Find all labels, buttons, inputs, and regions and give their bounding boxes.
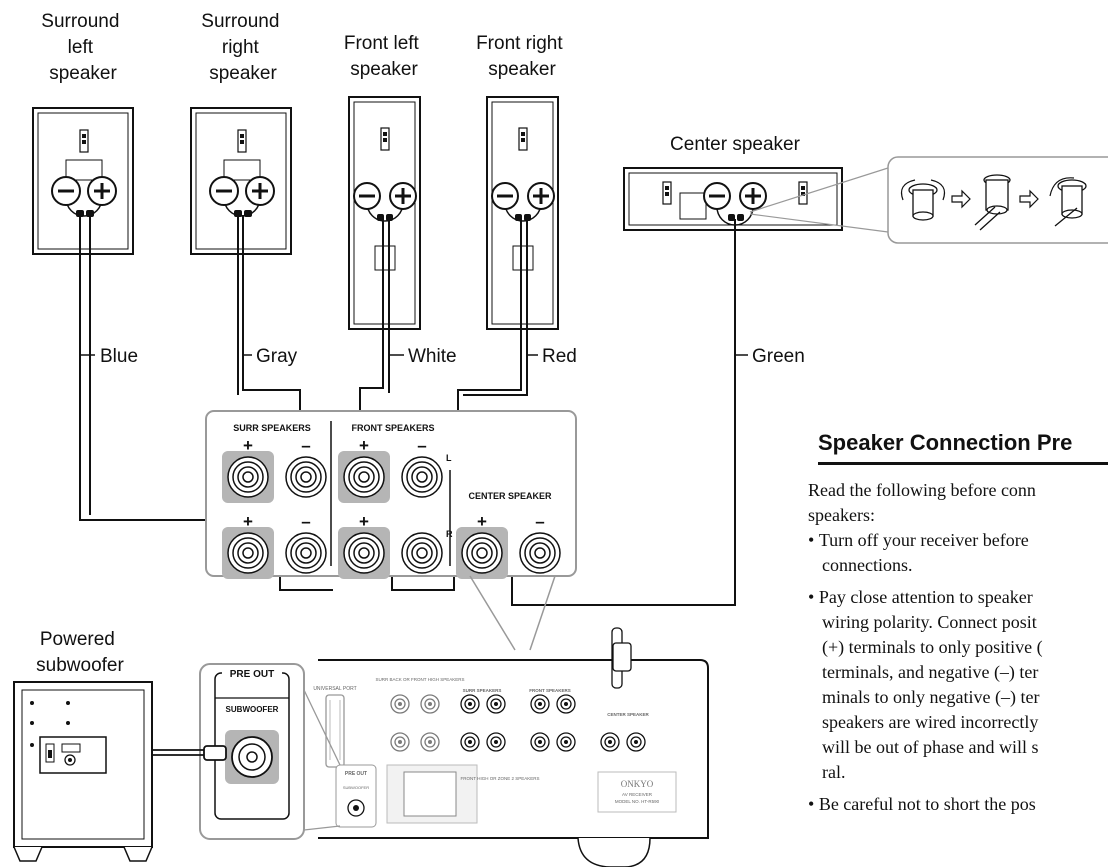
arrow-right-icon [951, 189, 971, 209]
front-right-minus-terminal [401, 532, 443, 574]
binding-post-steps-inset [749, 156, 1108, 244]
receiver-pre-out-label: PRE OUT [345, 771, 367, 777]
surr-left-minus-terminal [285, 456, 327, 498]
receiver-surr-label: SURR SPEAKERS [463, 688, 502, 693]
section-heading: Speaker Connection Pre [818, 430, 1073, 455]
center-plus-terminal [461, 532, 503, 574]
minus-sign: – [417, 436, 426, 455]
wire-label-gray: Gray [256, 346, 298, 367]
wire-label-white: White [408, 346, 457, 367]
pre-out-subwoofer-label: SUBWOOFER [226, 705, 279, 714]
left-channel-label: L [446, 453, 452, 463]
wire-label-red: Red [542, 346, 577, 367]
list-item: • Be careful not to short the pos [808, 794, 1036, 814]
front-left-speaker [348, 96, 421, 330]
surround-right-speaker [190, 107, 292, 255]
instructions-text: Read the following before conn speakers:… [808, 478, 1108, 824]
tighten-post-icon [1049, 177, 1087, 227]
universal-port-label: UNIVERSAL PORT [313, 686, 356, 692]
surround-right-label: Surround right speaker [201, 11, 284, 84]
pre-out-header: PRE OUT [230, 669, 274, 680]
front-left-plus-terminal [343, 456, 385, 498]
arrow-right-icon [1019, 189, 1039, 209]
universal-port [325, 694, 345, 768]
subwoofer [13, 681, 153, 862]
surround-left-speaker [32, 107, 134, 255]
zone2-label: FRONT HIGH OR ZONE 2 SPEAKERS [461, 776, 540, 781]
front-left-label: Front left speaker [344, 33, 424, 80]
front-right-plus-terminal [343, 532, 385, 574]
front-left-minus-terminal [401, 456, 443, 498]
center-speaker-panel-label: CENTER SPEAKER [468, 491, 552, 501]
plus-sign: + [359, 512, 369, 531]
right-channel-label: R [446, 529, 453, 539]
plus-sign: + [243, 436, 253, 455]
surr-back-label: SURR BACK OR FRONT HIGH SPEAKERS [376, 677, 465, 682]
surr-right-minus-terminal [285, 532, 327, 574]
receiver-rear-panel: UNIVERSAL PORT SURR BACK OR FRONT HIGH S… [313, 627, 709, 867]
surr-right-plus-terminal [227, 532, 269, 574]
front-speakers-label: FRONT SPEAKERS [351, 423, 434, 433]
loosen-post-icon [900, 179, 946, 221]
minus-sign: – [535, 512, 544, 531]
model-number-label: MODEL NO. HT-R590 [615, 799, 660, 804]
wire-label-blue: Blue [100, 346, 138, 367]
receiver-front-label: FRONT SPEAKERS [529, 688, 571, 693]
center-speaker-label: Center speaker [670, 134, 801, 155]
wire-label-green: Green [752, 346, 805, 367]
surr-left-plus-terminal [227, 456, 269, 498]
receiver-subwoofer-label: SUBWOOFER [343, 785, 369, 790]
insert-wire-icon [974, 174, 1011, 231]
plus-sign: + [477, 512, 487, 531]
minus-sign: – [301, 436, 310, 455]
brand-logo: ONKYO [621, 779, 654, 789]
plus-sign: + [243, 512, 253, 531]
pre-out-callout: PRE OUT SUBWOOFER [199, 663, 341, 840]
center-speaker [623, 167, 843, 231]
receiver-center-label: CENTER SPEAKER [607, 712, 649, 717]
intro-paragraph: Read the following before conn speakers: [808, 480, 1036, 525]
heading-rule [818, 462, 1108, 465]
front-right-label: Front right speaker [476, 33, 568, 80]
center-minus-terminal [519, 532, 561, 574]
minus-sign: – [301, 512, 310, 531]
front-right-speaker [486, 96, 559, 330]
plus-sign: + [359, 436, 369, 455]
surround-left-label: Surround left speaker [41, 11, 124, 84]
surr-speakers-label: SURR SPEAKERS [233, 423, 311, 433]
model-type-label: AV RECEIVER [622, 792, 653, 797]
subwoofer-label: Powered subwoofer [36, 629, 124, 676]
speaker-terminal-panel: SURR SPEAKERS FRONT SPEAKERS CENTER SPEA… [205, 410, 577, 579]
